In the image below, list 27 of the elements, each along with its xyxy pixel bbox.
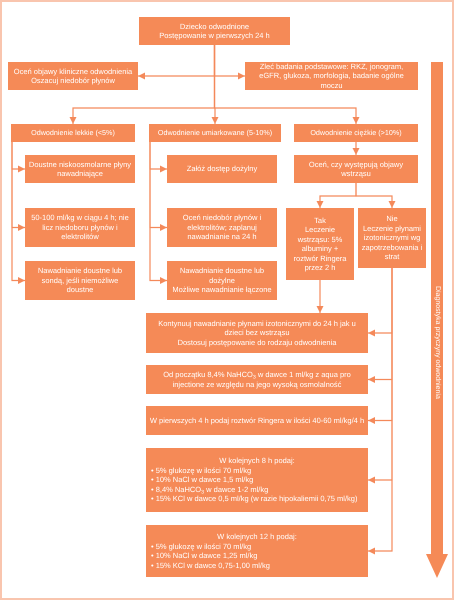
process-box [25, 261, 135, 300]
instruction-list-box [146, 448, 368, 512]
process-box [25, 155, 135, 183]
branch-box [286, 208, 354, 280]
connector-arrow [352, 142, 360, 155]
process-box [25, 208, 135, 247]
connector-arrow [355, 183, 396, 208]
process-box [294, 155, 418, 183]
process-box [8, 62, 138, 90]
process-box [146, 406, 368, 435]
severity-header-box [149, 124, 281, 142]
start-box [139, 17, 290, 45]
connector-arrow [214, 45, 360, 124]
severity-header-box [11, 124, 135, 142]
severity-header-box [294, 124, 418, 142]
connector-arrow [149, 142, 167, 284]
process-box [146, 313, 368, 353]
branch-box [358, 208, 426, 268]
connector-arrow [11, 142, 25, 284]
process-box [146, 365, 368, 394]
connector-arrow [368, 268, 393, 554]
connector-arrow [316, 280, 324, 313]
process-box [167, 208, 277, 247]
process-box [167, 155, 277, 183]
process-box [167, 261, 277, 300]
process-box [245, 62, 418, 90]
instruction-list-box [146, 525, 368, 577]
